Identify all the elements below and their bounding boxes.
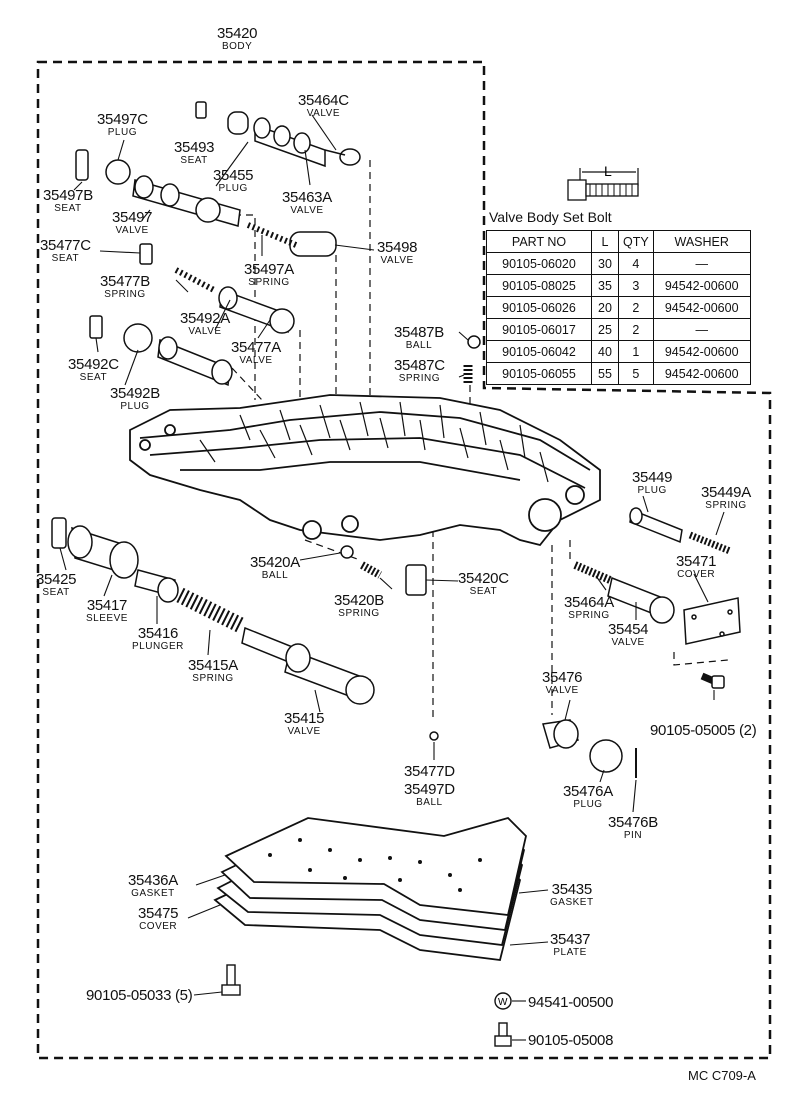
table-cell: 90105-06042 xyxy=(486,340,592,363)
table-cell: 90105-06017 xyxy=(486,318,592,341)
footer-code: MC C709-A xyxy=(688,1068,756,1083)
table-cell: 30 xyxy=(591,252,619,275)
set-bolt-icon xyxy=(567,179,639,201)
table-cell: — xyxy=(652,318,751,341)
plate-stack xyxy=(213,816,527,961)
table-cell: 90105-06055 xyxy=(486,362,592,385)
bolt-table-header: PART NO L QTY WASHER xyxy=(486,230,751,253)
label-94541-00500: 94541-00500 xyxy=(528,994,614,1011)
col-part-no: PART NO xyxy=(486,230,592,253)
table-cell: — xyxy=(652,252,751,275)
washer-symbol: W xyxy=(498,997,508,1008)
table-cell: 94542-00600 xyxy=(652,296,751,319)
col-l: L xyxy=(591,230,619,253)
right-parts xyxy=(542,507,741,778)
label-90105-05005: 90105-05005 (2) xyxy=(650,722,757,739)
fastener-icons xyxy=(221,964,512,1047)
col-washer: WASHER xyxy=(652,230,751,253)
table-cell: 94542-00600 xyxy=(652,362,751,385)
body-boundary xyxy=(36,60,772,1060)
table-cell: 90105-08025 xyxy=(486,274,592,297)
table-cell: 40 xyxy=(591,340,619,363)
dashed-leaders xyxy=(222,160,729,720)
table-cell: 2 xyxy=(618,296,654,319)
label-90105-05008: 90105-05008 xyxy=(528,1032,614,1049)
upper-valves xyxy=(75,101,481,387)
table-cell: 2 xyxy=(618,318,654,341)
table-cell: 20 xyxy=(591,296,619,319)
table-cell: 5 xyxy=(618,362,654,385)
table-cell: 90105-06026 xyxy=(486,296,592,319)
valve-body-casting xyxy=(129,394,601,547)
label-35477D: 35477D xyxy=(404,763,455,780)
lower-valves xyxy=(51,517,439,741)
table-cell: 3 xyxy=(618,274,654,297)
table-cell: 35 xyxy=(591,274,619,297)
pointer-lines xyxy=(59,114,725,1041)
table-cell: 4 xyxy=(618,252,654,275)
table-cell: 55 xyxy=(591,362,619,385)
table-cell: 25 xyxy=(591,318,619,341)
table-cell: 1 xyxy=(618,340,654,363)
bolt-table-title: Valve Body Set Bolt xyxy=(489,209,612,225)
table-cell: 90105-06020 xyxy=(486,252,592,275)
col-qty: QTY xyxy=(618,230,654,253)
table-cell: 94542-00600 xyxy=(652,274,751,297)
label-90105-05033: 90105-05033 (5) xyxy=(86,987,193,1004)
dimension-label: L xyxy=(604,163,612,179)
table-cell: 94542-00600 xyxy=(652,340,751,363)
